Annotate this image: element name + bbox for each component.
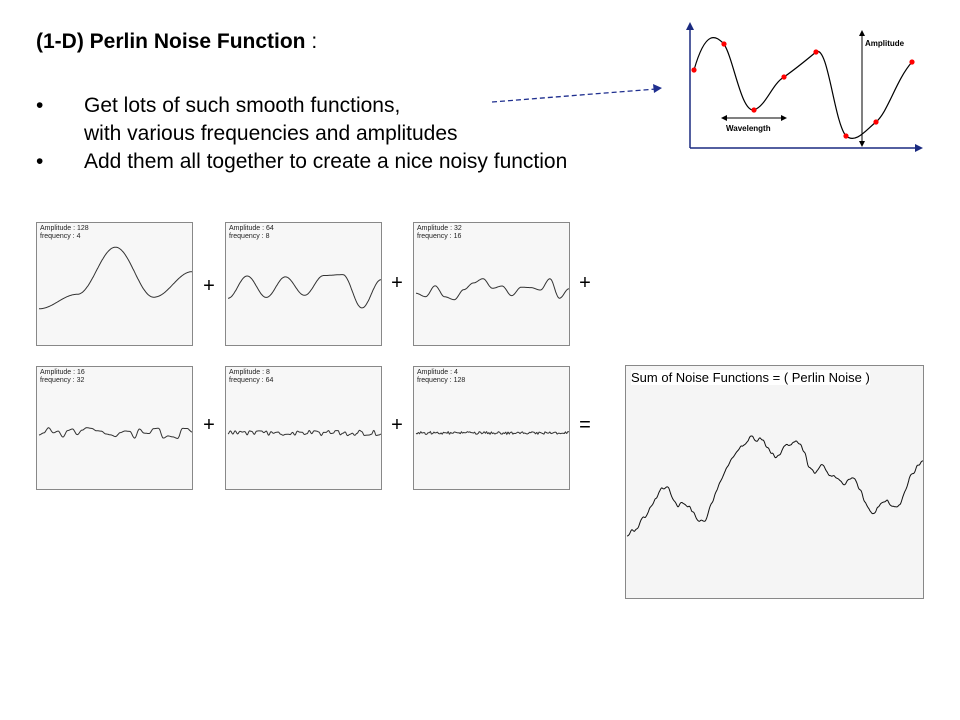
amplitude-text: Amplitude : 32: [417, 225, 462, 232]
frequency-text: frequency : 8: [229, 233, 270, 240]
frequency-text: frequency : 16: [417, 233, 462, 240]
perlin-noise-curve: [626, 435, 923, 537]
octave-label: Amplitude : 16 frequency : 32: [40, 369, 85, 385]
wave-sample-points: [691, 41, 915, 139]
plus-operator-1: +: [203, 275, 215, 297]
octave-panel-4: Amplitude : 16 frequency : 32: [36, 366, 193, 490]
plus-operator-5: +: [391, 414, 403, 436]
octave-plot: [39, 246, 192, 310]
y-axis-arrow: [686, 22, 694, 30]
octave-plot: [415, 430, 569, 436]
amplitude-marker-bottom-arrow: [859, 141, 865, 147]
noise-curve: [38, 427, 192, 440]
sample-point: [691, 67, 697, 73]
octave-label: Amplitude : 64 frequency : 8: [229, 225, 274, 241]
octave-label: Amplitude : 128 frequency : 4: [40, 225, 89, 241]
slide-title-colon: :: [305, 30, 318, 53]
bullet-list: Get lots of such smooth functions, with …: [36, 92, 567, 176]
noise-curve: [415, 430, 569, 436]
frequency-text: frequency : 64: [229, 377, 274, 384]
bullet-1-line-1: Get lots of such smooth functions,: [84, 94, 401, 117]
sample-point: [843, 133, 849, 139]
amplitude-text: Amplitude : 4: [417, 369, 458, 376]
dashed-arrow: [491, 84, 662, 103]
wavelength-marker-right-arrow: [781, 115, 787, 121]
octave-plot: [416, 278, 569, 301]
noise-curve: [416, 278, 569, 301]
sample-point: [909, 59, 915, 65]
wave-curve: [693, 37, 913, 139]
octave-panel-6: Amplitude : 4 frequency : 128: [413, 366, 570, 490]
sum-panel-title: Sum of Noise Functions = ( Perlin Noise …: [631, 370, 870, 385]
amplitude-text: Amplitude : 64: [229, 225, 274, 232]
octave-plot: [38, 427, 192, 440]
noise-curve: [39, 246, 192, 310]
frequency-text: frequency : 128: [417, 377, 466, 384]
plus-operator-3: +: [579, 272, 591, 294]
arrow-head: [653, 84, 662, 93]
noise-curve: [227, 429, 381, 437]
x-axis-arrow: [915, 144, 923, 152]
wavelength-marker-left-arrow: [721, 115, 727, 121]
amplitude-text: Amplitude : 128: [40, 225, 89, 232]
octave-plot: [227, 274, 381, 309]
amplitude-text: Amplitude : 8: [229, 369, 270, 376]
slide-title: (1-D) Perlin Noise Function :: [36, 30, 317, 54]
sample-point: [813, 49, 819, 55]
bullet-item-2: Add them all together to create a nice n…: [36, 148, 567, 176]
slide-title-bold: (1-D) Perlin Noise Function: [36, 30, 306, 53]
sample-point: [721, 41, 727, 47]
sum-panel: Sum of Noise Functions = ( Perlin Noise …: [625, 365, 924, 599]
amplitude-marker-top-arrow: [859, 30, 865, 36]
bullet-item-1: Get lots of such smooth functions, with …: [36, 92, 567, 148]
octave-panel-2: Amplitude : 64 frequency : 8: [225, 222, 382, 346]
sum-plot: [626, 435, 923, 537]
octave-label: Amplitude : 8 frequency : 64: [229, 369, 273, 385]
amplitude-text: Amplitude : 16: [40, 369, 85, 376]
plus-operator-4: +: [203, 414, 215, 436]
wave-reference-diagram: Amplitude Wavelength: [686, 22, 923, 152]
plus-operator-2: +: [391, 272, 403, 294]
bullet-2-line-1: Add them all together to create a nice n…: [84, 150, 568, 173]
sample-point: [873, 119, 879, 125]
frequency-text: frequency : 32: [40, 377, 85, 384]
sample-point: [751, 107, 757, 113]
octave-plot: [227, 429, 381, 437]
wavelength-label: Wavelength: [726, 124, 771, 133]
bullet-1-line-2: with various frequencies and amplitudes: [84, 122, 458, 145]
octave-panel-5: Amplitude : 8 frequency : 64: [225, 366, 382, 490]
octave-panel-3: Amplitude : 32 frequency : 16: [413, 222, 570, 346]
octave-label: Amplitude : 32 frequency : 16: [417, 225, 462, 241]
equals-operator: =: [579, 414, 591, 436]
amplitude-label: Amplitude: [865, 39, 905, 48]
noise-curve: [227, 274, 381, 309]
octave-panel-1: Amplitude : 128 frequency : 4: [36, 222, 193, 346]
sample-point: [781, 74, 787, 80]
dashed-arrow-line: [491, 88, 657, 103]
frequency-text: frequency : 4: [40, 233, 81, 240]
octave-label: Amplitude : 4 frequency : 128: [417, 369, 465, 385]
